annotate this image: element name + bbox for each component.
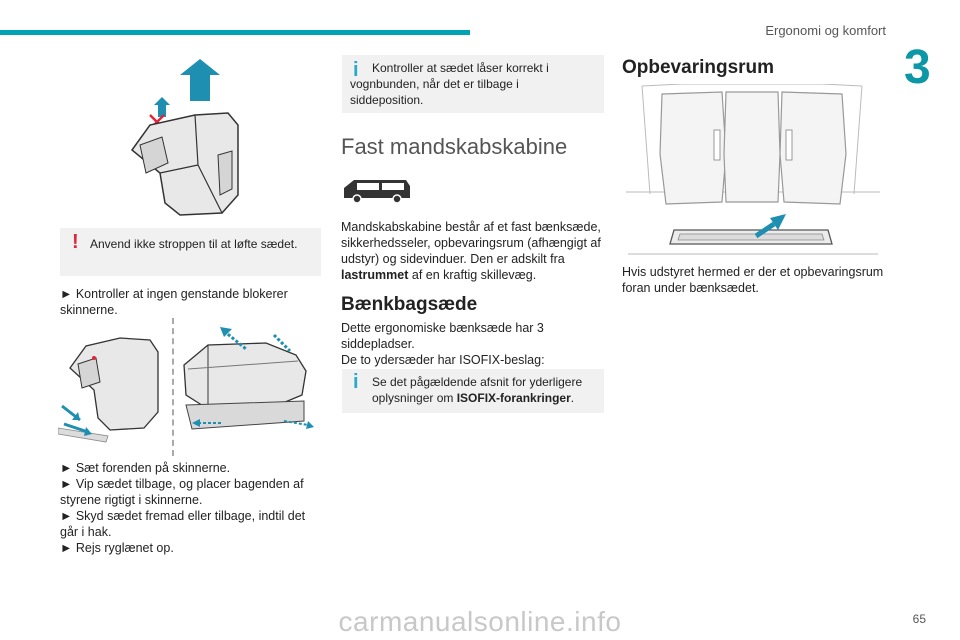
isofix-term: ISOFIX-forankringer <box>456 391 571 405</box>
van-icon <box>344 180 410 204</box>
storage-compartment-illustration <box>626 84 880 255</box>
cargo-area-term: lastrummet <box>341 268 409 282</box>
step-check-blockage: ► Kontroller at ingen genstande blokerer… <box>60 287 288 317</box>
heading-storage: Opbevaringsrum <box>622 57 775 78</box>
info-note-lock-text: Kontroller at sædet låser korrekt i vogn… <box>350 61 549 107</box>
heading-fixed-crew-cabin: Fast mandskabskabine <box>341 134 568 159</box>
step-4: ► Rejs ryglænet op. <box>60 541 174 555</box>
info-note-isofix-text: Se det pågældende afsnit for yderligere … <box>372 375 583 405</box>
header-accent-bar <box>0 30 470 35</box>
info-note-lock: i Kontroller at sædet låser korrekt i vo… <box>342 55 604 113</box>
chapter-number: 3 <box>904 41 931 94</box>
seat-rail-right-illustration <box>183 327 314 430</box>
cabin-description: Mandskabskabine består af et fast bænksæ… <box>341 220 601 282</box>
watermark: carmanualsonline.info <box>338 606 622 637</box>
step-2: ► Vip sædet tilbage, og placer bagenden … <box>60 477 304 507</box>
bench-description: Dette ergonomiske bænksæde har 3 siddepl… <box>341 321 545 367</box>
info-icon: i <box>353 59 359 81</box>
storage-description: Hvis udstyret hermed er der et opbevarin… <box>622 265 884 295</box>
step-1: ► Sæt forenden på skinnerne. <box>60 461 231 475</box>
seat-install-steps: ► Sæt forenden på skinnerne. ► Vip sædet… <box>60 460 326 556</box>
step-3: ► Skyd sædet fremad eller tilbage, indti… <box>60 509 306 539</box>
warning-note-text: Anvend ikke stroppen til at løfte sædet. <box>90 237 298 251</box>
warning-note: ! Anvend ikke stroppen til at løfte sæde… <box>60 228 321 276</box>
heading-bench-seat: Bænkbagsæde <box>341 294 478 315</box>
illustration-divider <box>172 318 174 456</box>
warning-exclamation-icon: ! <box>72 231 79 253</box>
seat-rail-left-illustration <box>58 337 159 443</box>
section-title: Ergonomi og komfort <box>765 23 886 38</box>
info-icon: i <box>353 371 359 393</box>
info-note-isofix: i Se det pågældende afsnit for yderliger… <box>342 369 604 413</box>
page-number: 65 <box>912 612 926 626</box>
seat-lift-illustration <box>130 59 239 216</box>
